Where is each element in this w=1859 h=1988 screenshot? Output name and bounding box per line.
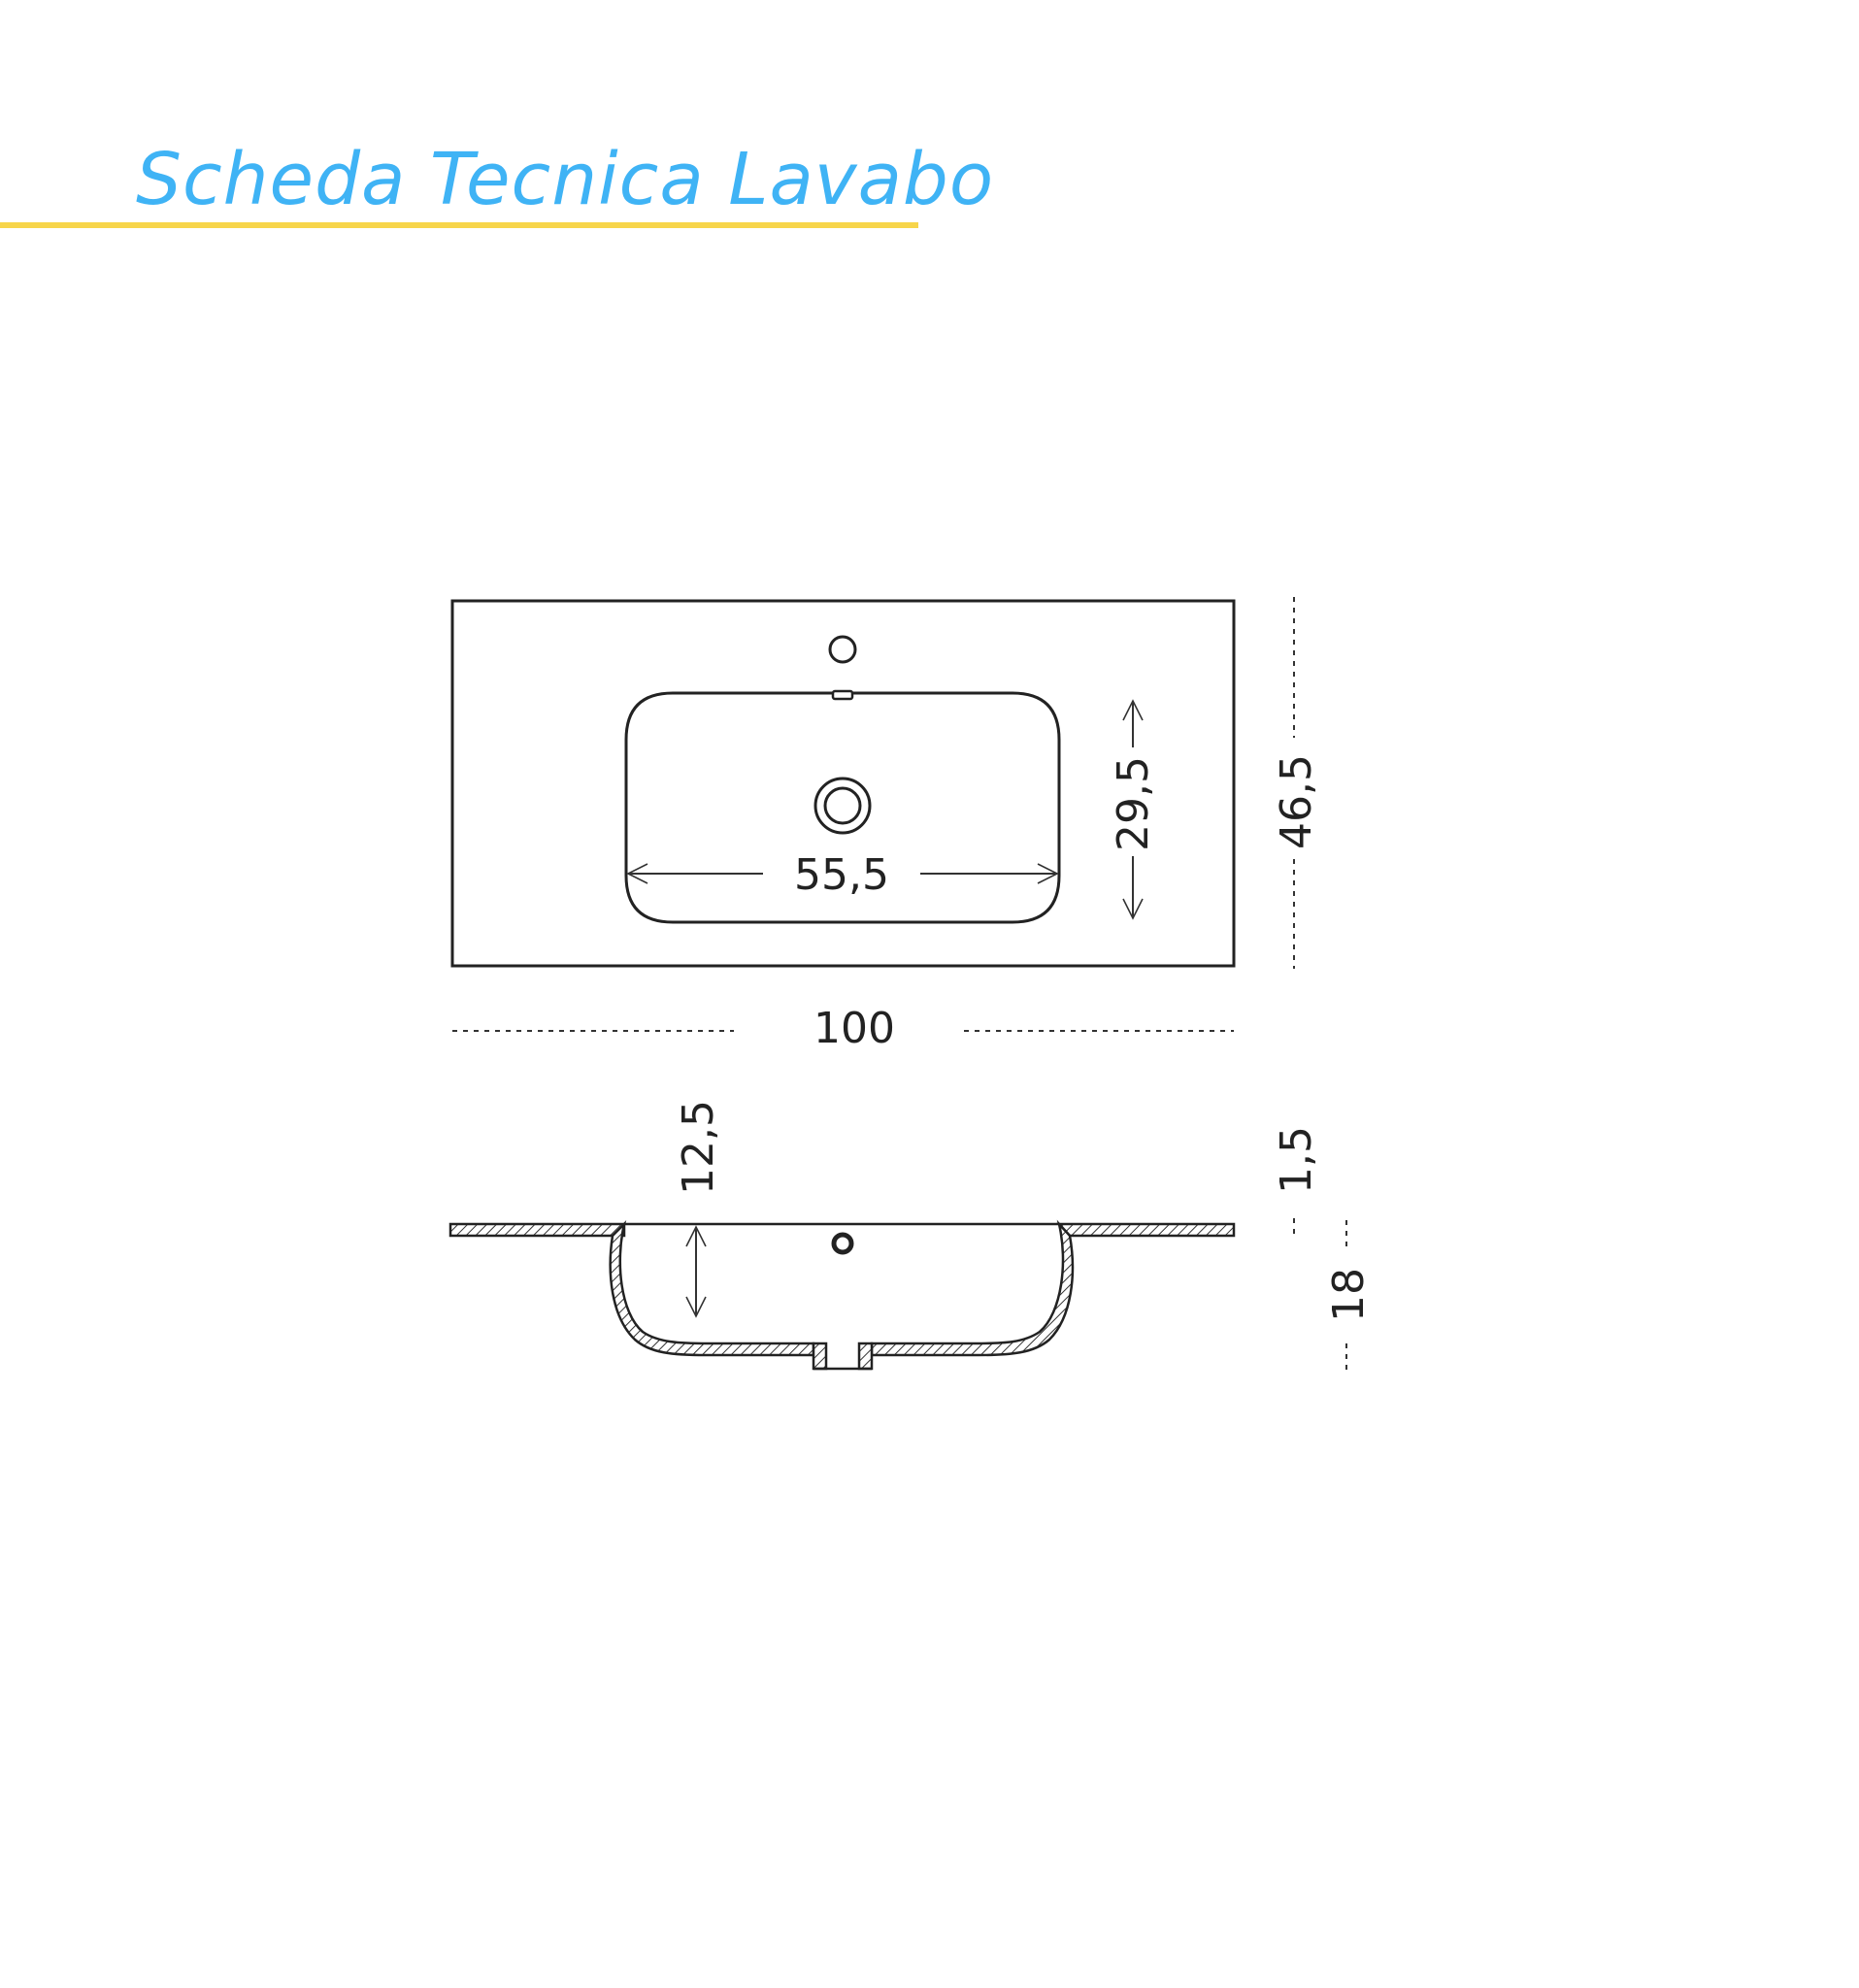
tap-hole	[828, 635, 857, 664]
plan-view: 55,5 29,5 46,5 100	[450, 597, 1321, 1053]
drain-inner	[823, 786, 862, 825]
top-thickness-label: 1,5	[1272, 1126, 1321, 1194]
basin-width-label: 55,5	[794, 850, 889, 900]
basin-height-label: 12,5	[674, 1100, 723, 1195]
bowl-wall-section	[609, 1220, 815, 1357]
title-underline	[0, 222, 918, 228]
overall-depth-label: 46,5	[1272, 754, 1321, 849]
basin-depth-label: 29,5	[1109, 756, 1158, 851]
basin-outline	[624, 691, 1061, 924]
bowl-wall-section-right	[870, 1219, 1075, 1357]
basin-section-wall	[450, 1224, 1234, 1369]
page-title: Scheda Tecnica Lavabo	[136, 138, 995, 221]
header: Scheda Tecnica Lavabo	[0, 126, 993, 233]
overflow-slot	[831, 689, 854, 701]
overflow-hole	[831, 1232, 854, 1255]
left-rim-section	[448, 1222, 626, 1238]
drain-pipe-left	[812, 1342, 828, 1371]
overall-width-label: 100	[813, 1004, 895, 1053]
drain-outer	[813, 777, 872, 835]
drain-pipe-right	[857, 1342, 874, 1371]
section-view: 12,5 1,5 18	[448, 1100, 1374, 1371]
right-rim-section	[1056, 1222, 1236, 1238]
total-height-label: 18	[1324, 1268, 1374, 1322]
countertop-outline	[450, 599, 1236, 968]
